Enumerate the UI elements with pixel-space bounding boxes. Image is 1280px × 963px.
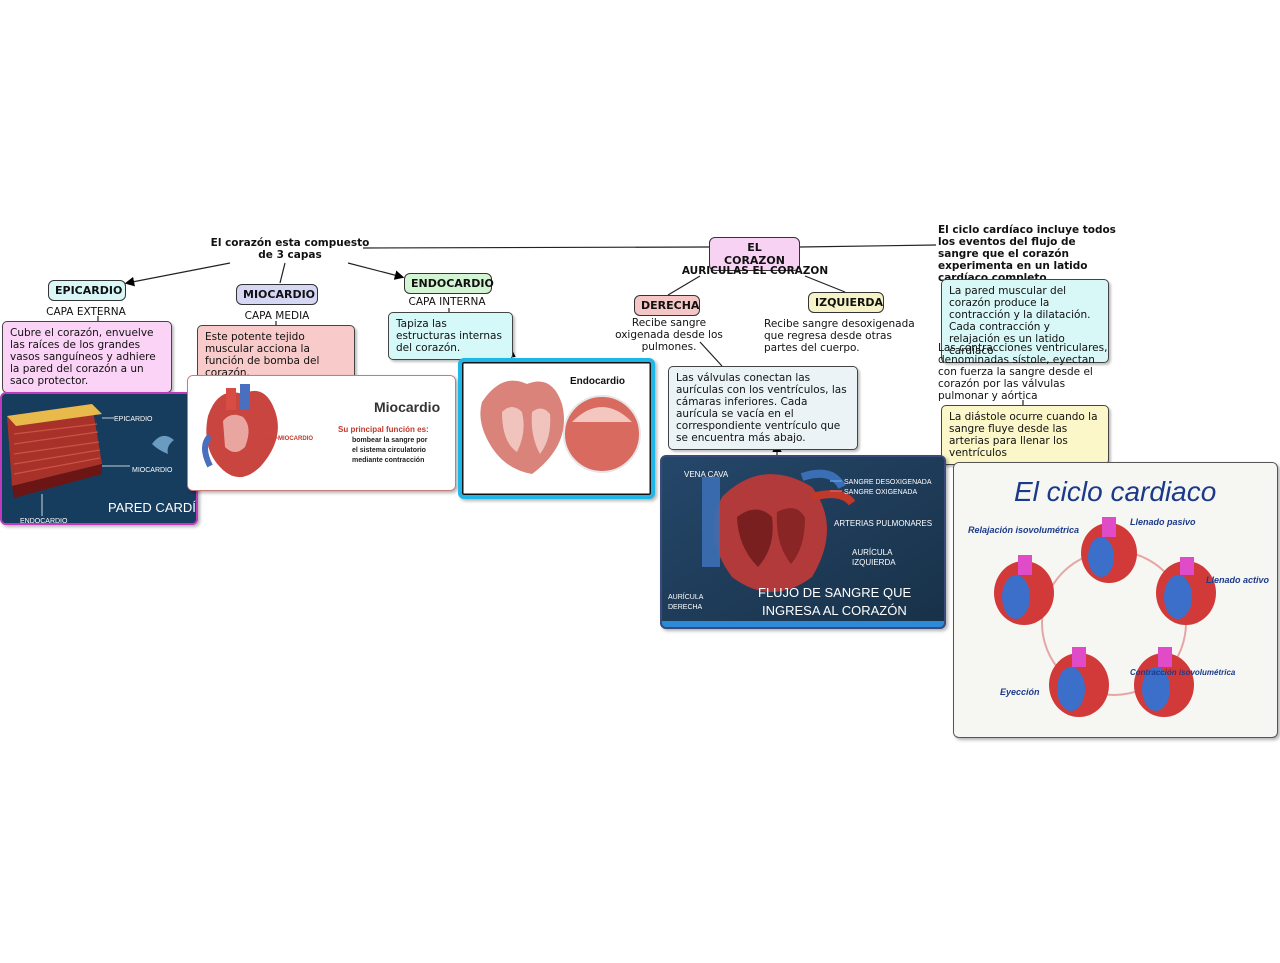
derecha-desc: Recibe sangre oxigenada desde los pulmon… bbox=[615, 317, 723, 353]
ciclo-sistole: Las contracciones ventriculares, denomin… bbox=[938, 342, 1108, 402]
pared-cardiaca-image: EPICARDIO MIOCARDIO ENDOCARDIO PARED CAR… bbox=[0, 392, 198, 525]
derecha-node[interactable]: DERECHA bbox=[634, 295, 700, 316]
ciclo-phase-llenado-pasivo: Llenado pasivo bbox=[1130, 517, 1196, 527]
valvulas-desc: Las válvulas conectan las aurículas con … bbox=[668, 366, 858, 450]
pared-label-miocardio: MIOCARDIO bbox=[132, 467, 173, 474]
flujo-aur-izq-1: AURÍCULA bbox=[852, 548, 893, 557]
pared-title: PARED CARDÍACA bbox=[108, 500, 198, 515]
miocardio-func-title: Su principal función es: bbox=[338, 425, 429, 434]
ciclo-phase-relajacion: Relajación isovolumétrica bbox=[968, 525, 1079, 535]
epicardio-desc: Cubre el corazón, envuelve las raíces de… bbox=[2, 321, 172, 393]
flujo-title-1: FLUJO DE SANGRE QUE bbox=[758, 585, 911, 600]
ciclo-img-title: El ciclo cardiaco bbox=[1014, 476, 1216, 507]
ciclo-cardiaco-image: El ciclo cardiaco Relajación isovolumétr… bbox=[953, 462, 1278, 738]
miocardio-node[interactable]: MIOCARDIO bbox=[236, 284, 318, 305]
miocardio-img-title: Miocardio bbox=[374, 399, 440, 415]
flujo-legend-desox: SANGRE DESOXIGENADA bbox=[844, 479, 932, 486]
flujo-sangre-image: VENA CAVA SANGRE DESOXIGENADA SANGRE OXI… bbox=[660, 455, 946, 629]
ciclo-phase-eyeccion: Eyección bbox=[1000, 687, 1040, 697]
flujo-aur-der-1: AURÍCULA bbox=[668, 592, 704, 601]
miocardio-img-label: MIOCARDIO bbox=[278, 436, 313, 442]
auriculas-title: AURICULAS EL CORAZON bbox=[681, 265, 829, 277]
miocardio-func-line3: mediante contracción bbox=[352, 457, 424, 464]
endocardio-img-title: Endocardio bbox=[570, 376, 625, 387]
flujo-aur-izq-2: IZQUIERDA bbox=[852, 558, 896, 567]
endocardio-sub: CAPA INTERNA bbox=[408, 296, 486, 308]
miocardio-func-line2: el sistema circulatorio bbox=[352, 447, 426, 454]
ciclo-diastole: La diástole ocurre cuando la sangre fluy… bbox=[941, 405, 1109, 465]
izquierda-desc: Recibe sangre desoxigenada que regresa d… bbox=[764, 318, 915, 354]
miocardio-sub: CAPA MEDIA bbox=[244, 310, 310, 322]
ciclo-pared: La pared muscular del corazón produce la… bbox=[941, 279, 1109, 363]
flujo-vena-cava: VENA CAVA bbox=[684, 470, 729, 479]
pared-label-endocardio: ENDOCARDIO bbox=[20, 518, 68, 525]
ciclo-phase-contraccion: Contracción isovolumétrica bbox=[1130, 668, 1236, 677]
ciclo-intro: El ciclo cardíaco incluye todos los even… bbox=[938, 224, 1116, 284]
flujo-legend-ox: SANGRE OXIGENADA bbox=[844, 489, 917, 496]
root-node[interactable]: EL CORAZON bbox=[709, 237, 800, 271]
endocardio-image: Endocardio bbox=[458, 358, 655, 499]
flujo-title-2: INGRESA AL CORAZÓN bbox=[762, 603, 907, 618]
miocardio-image: MIOCARDIO Miocardio Su principal función… bbox=[187, 375, 456, 491]
epicardio-sub: CAPA EXTERNA bbox=[46, 306, 126, 318]
endocardio-node[interactable]: ENDOCARDIO bbox=[404, 273, 494, 294]
ciclo-phase-llenado-activo: Llenado activo bbox=[1206, 575, 1270, 585]
flujo-arterias: ARTERIAS PULMONARES bbox=[834, 519, 932, 528]
layers-intro: El corazón esta compuesto de 3 capas bbox=[210, 237, 370, 261]
epicardio-node[interactable]: EPICARDIO bbox=[48, 280, 126, 301]
izquierda-node[interactable]: IZQUIERDA bbox=[808, 292, 884, 313]
endocardio-desc: Tapiza las estructuras internas del cora… bbox=[388, 312, 513, 360]
pared-label-epicardio: EPICARDIO bbox=[114, 416, 153, 423]
miocardio-func-line1: bombear la sangre por bbox=[352, 437, 428, 444]
flujo-aur-der-2: DERECHA bbox=[668, 604, 703, 611]
